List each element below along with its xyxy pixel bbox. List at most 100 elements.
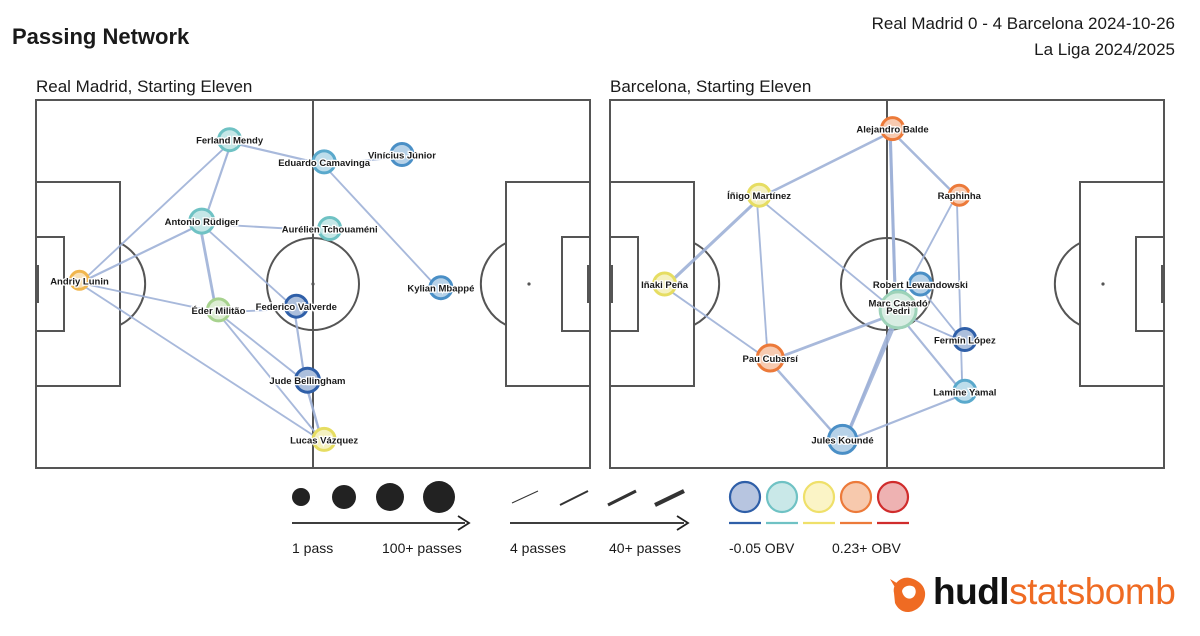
color-legend-max-label: 0.23+ OBV bbox=[832, 540, 901, 556]
player-label: Alejandro Balde bbox=[856, 125, 928, 136]
right-six-yard-box bbox=[1135, 236, 1165, 332]
player-label: Lucas Vázquez bbox=[290, 435, 358, 446]
pass-link bbox=[79, 222, 204, 284]
pass-link bbox=[888, 127, 897, 304]
player-node bbox=[952, 378, 978, 404]
pass-link bbox=[80, 140, 233, 284]
right-penalty-area bbox=[1079, 181, 1165, 387]
player-label: Federico Valverde bbox=[256, 302, 337, 313]
color-legend-swatch bbox=[839, 480, 873, 514]
player-label: Jules Koundé bbox=[811, 435, 873, 446]
right-penalty-spot bbox=[527, 282, 531, 286]
player-node bbox=[317, 216, 343, 241]
right-penalty-spot bbox=[1101, 282, 1105, 286]
pass-link-arrow bbox=[424, 273, 432, 282]
centre-spot bbox=[885, 282, 889, 286]
pass-link-arrow bbox=[215, 149, 223, 157]
player-node bbox=[389, 142, 415, 167]
pass-link bbox=[662, 285, 770, 361]
width-legend-max-label: 40+ passes bbox=[609, 540, 681, 556]
competition-info: La Liga 2024/2025 bbox=[1034, 40, 1175, 59]
width-legend-marker bbox=[654, 489, 685, 507]
pass-link bbox=[77, 281, 324, 443]
pass-link-arrow bbox=[289, 368, 297, 376]
width-legend-marker bbox=[607, 489, 637, 507]
size-legend-marker bbox=[423, 481, 455, 513]
player-label: Éder Militão bbox=[192, 306, 246, 317]
color-legend-swatch bbox=[802, 480, 836, 514]
left-six-yard-box bbox=[609, 236, 639, 332]
size-legend-marker bbox=[292, 488, 310, 506]
color-legend-swatch bbox=[876, 480, 910, 514]
player-label: Kylian Mbappé bbox=[407, 284, 474, 295]
player-node bbox=[827, 423, 859, 455]
player-node bbox=[947, 183, 971, 207]
width-legend-arrow-head bbox=[676, 515, 690, 531]
player-node bbox=[746, 182, 772, 208]
player-node bbox=[878, 290, 918, 330]
pass-link bbox=[756, 196, 898, 313]
player-node bbox=[952, 327, 978, 352]
pass-link bbox=[78, 281, 219, 314]
player-label: Lamine Yamal bbox=[933, 387, 996, 398]
player-node bbox=[283, 293, 309, 319]
player-label: Aurélien Tchouaméni bbox=[282, 225, 378, 236]
centre-circle bbox=[840, 237, 934, 331]
size-legend-max-label: 100+ passes bbox=[382, 540, 462, 556]
size-legend-min-label: 1 pass bbox=[292, 540, 334, 556]
hudl-statsbomb-logo: hudlstatsbomb bbox=[888, 571, 1188, 617]
left-penalty-spot bbox=[95, 282, 99, 286]
player-node bbox=[311, 426, 337, 452]
pass-link bbox=[199, 222, 296, 309]
legend-graphics bbox=[292, 480, 910, 531]
right-goal bbox=[587, 265, 591, 303]
pass-link-arrow bbox=[304, 429, 314, 436]
home-team-title: Real Madrid, Starting Eleven bbox=[36, 77, 253, 96]
right-goal bbox=[1161, 265, 1165, 303]
player-node bbox=[205, 297, 231, 323]
player-node bbox=[907, 271, 933, 297]
pass-link bbox=[321, 162, 440, 291]
away-team-title: Barcelona, Starting Eleven bbox=[610, 77, 812, 96]
player-node bbox=[428, 275, 454, 301]
player-node bbox=[755, 343, 785, 373]
centre-spot bbox=[311, 282, 315, 286]
player-label: Andriy Lunin bbox=[50, 276, 109, 287]
pass-link-arrow bbox=[949, 324, 956, 333]
pass-link-arrow bbox=[942, 181, 950, 189]
player-label: Raphinha bbox=[938, 191, 982, 202]
left-goal bbox=[35, 265, 39, 303]
size-legend bbox=[292, 481, 471, 531]
player-label: Iñaki Peña bbox=[641, 280, 689, 291]
page-title: Passing Network bbox=[12, 24, 190, 49]
player-node bbox=[652, 271, 678, 297]
player-label: Íñigo Martínez bbox=[727, 191, 791, 202]
player-label: Marc Casadó bbox=[869, 299, 928, 310]
pass-link bbox=[758, 129, 895, 199]
player-label: Eduardo Camavinga bbox=[278, 158, 371, 169]
pass-link-arrow bbox=[949, 376, 956, 384]
player-node bbox=[880, 116, 906, 142]
pass-link bbox=[842, 392, 967, 443]
color-legend bbox=[728, 480, 910, 525]
pass-link bbox=[215, 310, 324, 442]
player-node bbox=[68, 269, 90, 291]
size-legend-arrow-head bbox=[457, 515, 471, 531]
logo-wordmark: hudlstatsbomb bbox=[933, 571, 1176, 612]
pass-link bbox=[894, 193, 959, 310]
color-legend-swatch bbox=[728, 480, 762, 514]
player-label: Robert Lewandowski bbox=[873, 280, 968, 291]
match-info: Real Madrid 0 - 4 Barcelona 2024-10-26 bbox=[871, 14, 1175, 33]
pass-link bbox=[200, 222, 331, 232]
player-node bbox=[217, 127, 243, 153]
color-legend-swatch bbox=[765, 480, 799, 514]
width-legend-min-label: 4 passes bbox=[510, 540, 567, 556]
size-legend-marker bbox=[376, 483, 404, 511]
pass-link-arrow bbox=[278, 293, 287, 301]
pass-link bbox=[664, 195, 763, 288]
right-penalty-arc bbox=[1053, 242, 1081, 326]
pass-link bbox=[769, 310, 901, 362]
logo-mark-icon bbox=[890, 577, 926, 613]
